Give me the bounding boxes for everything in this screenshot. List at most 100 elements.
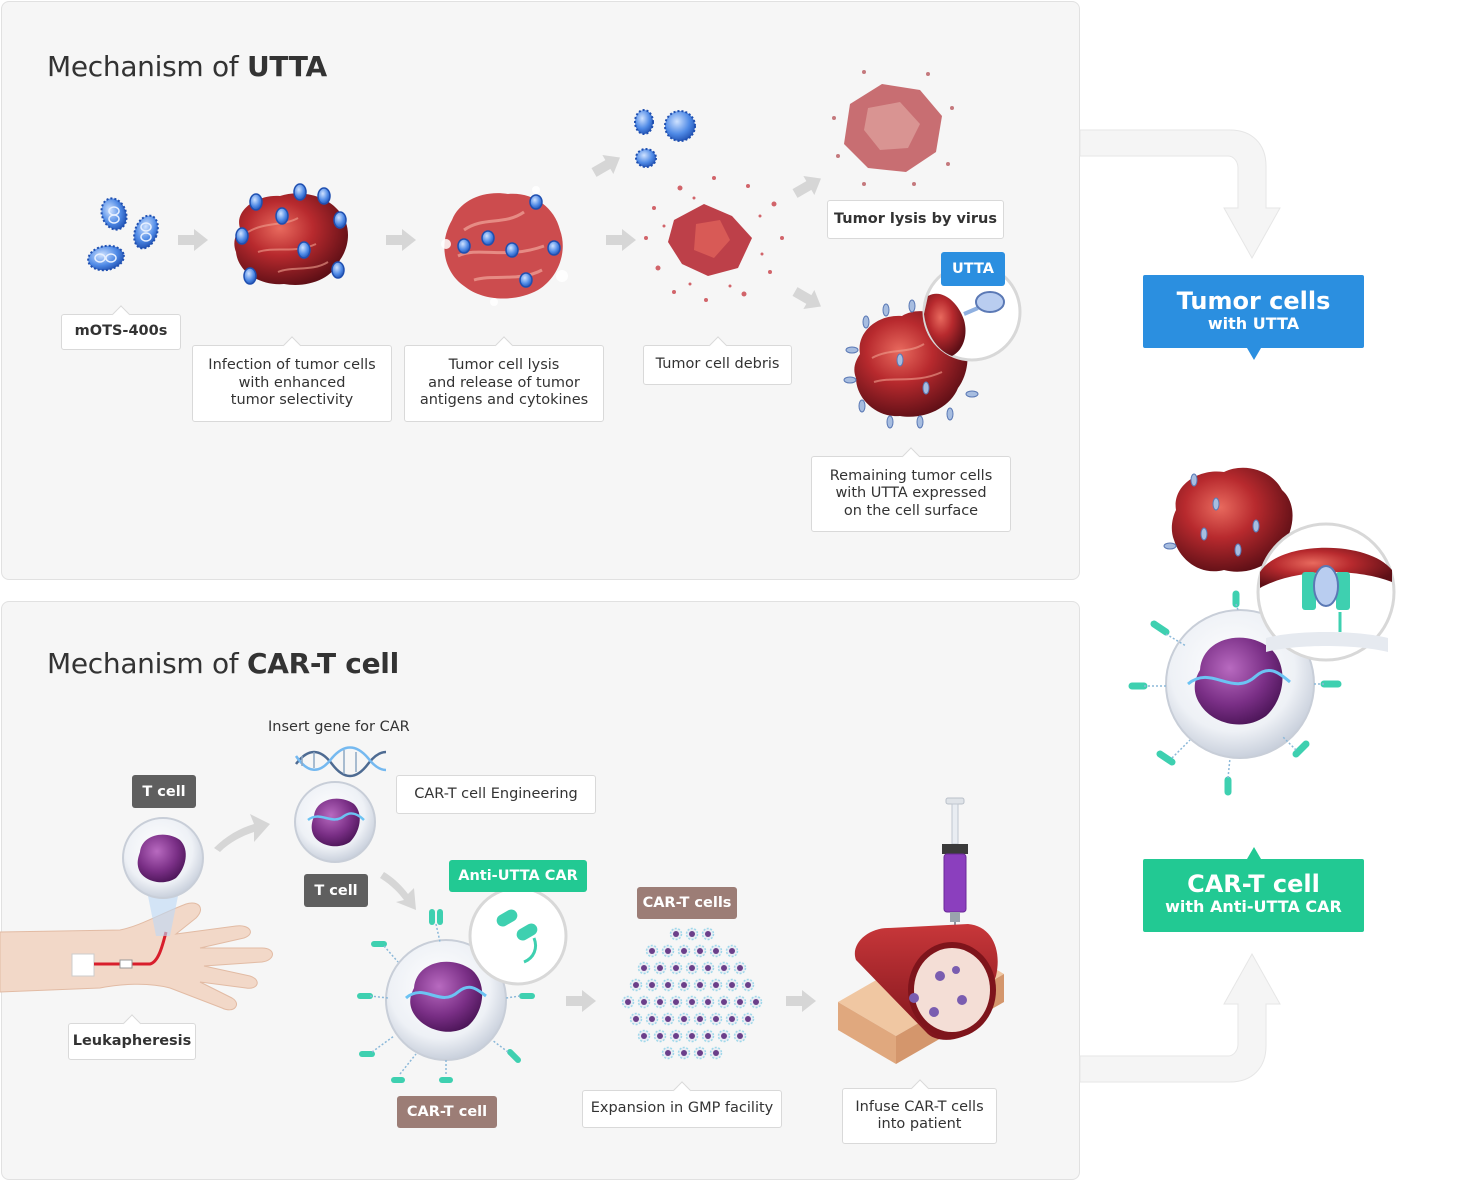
- mini-nucleus: [729, 982, 735, 988]
- cell-cluster-icon: [621, 927, 763, 1060]
- mini-nucleus: [681, 948, 687, 954]
- t-cell-icon: [294, 781, 376, 863]
- mini-nucleus: [721, 999, 727, 1005]
- virus-label: mOTS-400s: [61, 314, 181, 350]
- debris-icon: [644, 176, 784, 302]
- expansion-label: Expansion in GMP facility: [582, 1090, 782, 1128]
- mini-nucleus: [689, 999, 695, 1005]
- mini-nucleus: [625, 999, 631, 1005]
- step-arrow-icon: [792, 287, 821, 310]
- car-t-binding-icon: [1128, 467, 1396, 796]
- cart-cell-tag: CAR-T cell: [397, 1096, 497, 1128]
- mini-nucleus: [689, 931, 695, 937]
- mini-nucleus: [641, 1033, 647, 1039]
- mini-nucleus: [665, 1016, 671, 1022]
- dna-icon: [294, 746, 387, 778]
- mini-nucleus: [673, 965, 679, 971]
- mini-nucleus: [729, 1016, 735, 1022]
- flow-arrow-icon: [1079, 952, 1281, 1083]
- mini-nucleus: [673, 1033, 679, 1039]
- cart-result-sub: with Anti-UTTA CAR: [1165, 897, 1342, 916]
- mini-nucleus: [641, 965, 647, 971]
- tumor-cells-sub: with UTTA: [1207, 314, 1300, 333]
- mini-nucleus: [745, 1016, 751, 1022]
- remaining-label: Remaining tumor cells with UTTA expresse…: [811, 456, 1011, 532]
- mini-nucleus: [697, 1050, 703, 1056]
- blood-vessel-icon: [838, 924, 1004, 1064]
- infection-label: Infection of tumor cells with enhanced t…: [192, 345, 392, 422]
- car-t-cell-icon: [357, 909, 535, 1083]
- insert-gene-text: Insert gene for CAR: [268, 719, 410, 735]
- mini-nucleus: [737, 1033, 743, 1039]
- step-arrow-icon: [786, 990, 816, 1012]
- step-arrow-icon: [606, 229, 636, 251]
- mini-nucleus: [689, 1033, 695, 1039]
- leukapheresis-label: Leukapheresis: [68, 1023, 196, 1060]
- mini-nucleus: [681, 1016, 687, 1022]
- mini-nucleus: [641, 999, 647, 1005]
- mini-nucleus: [649, 982, 655, 988]
- utta-panel-title: Mechanism of UTTA: [47, 50, 327, 83]
- mini-nucleus: [713, 1016, 719, 1022]
- cart-panel-title: Mechanism of CAR-T cell: [47, 647, 399, 680]
- mini-nucleus: [737, 999, 743, 1005]
- infected-tumor-icon: [234, 183, 348, 285]
- virus-cluster-icon: [87, 197, 159, 272]
- tumor-cells-title: Tumor cells: [1176, 287, 1331, 315]
- cart-result: CAR-T cell with Anti-UTTA CAR: [1143, 859, 1364, 932]
- mini-nucleus: [705, 965, 711, 971]
- step-arrow-icon: [566, 990, 596, 1012]
- mini-nucleus: [633, 1016, 639, 1022]
- mini-nucleus: [737, 965, 743, 971]
- step-arrow-icon: [386, 229, 416, 251]
- mini-nucleus: [745, 982, 751, 988]
- step-arrow-icon: [214, 814, 270, 852]
- t-cell-icon: [122, 817, 204, 936]
- mini-nucleus: [657, 999, 663, 1005]
- virus-lysis-label: Tumor lysis by virus: [827, 200, 1004, 239]
- mini-nucleus: [649, 1016, 655, 1022]
- utta-tag: UTTA: [941, 252, 1005, 286]
- tcell-tag-1: T cell: [132, 775, 196, 808]
- mini-nucleus: [713, 948, 719, 954]
- tcell-tag-2: T cell: [304, 874, 368, 907]
- magnifier-icon: [922, 262, 1022, 362]
- lysis-label: Tumor cell lysis and release of tumor an…: [404, 345, 604, 422]
- mini-nucleus: [705, 931, 711, 937]
- engineering-label: CAR-T cell Engineering: [396, 775, 596, 814]
- syringe-icon: [942, 797, 968, 974]
- mini-nucleus: [705, 999, 711, 1005]
- mini-nucleus: [713, 982, 719, 988]
- step-arrow-icon: [380, 872, 416, 910]
- arm-icon: [0, 902, 273, 1011]
- cart-cells-tag: CAR-T cells: [637, 887, 737, 919]
- mini-nucleus: [729, 948, 735, 954]
- mini-nucleus: [697, 982, 703, 988]
- mini-nucleus: [665, 1050, 671, 1056]
- virus-lysis-icon: [832, 70, 954, 186]
- mini-nucleus: [697, 948, 703, 954]
- mini-nucleus: [657, 1033, 663, 1039]
- mini-nucleus: [673, 931, 679, 937]
- virus-cluster-icon: [634, 109, 696, 168]
- debris-label: Tumor cell debris: [643, 345, 792, 385]
- mini-nucleus: [673, 999, 679, 1005]
- mini-nucleus: [649, 948, 655, 954]
- mini-nucleus: [633, 982, 639, 988]
- flow-arrow-icon: [1079, 129, 1281, 260]
- anti-utta-car-tag: Anti-UTTA CAR: [449, 860, 587, 892]
- mini-nucleus: [721, 965, 727, 971]
- infuse-label: Infuse CAR-T cells into patient: [842, 1088, 997, 1144]
- tumor-cells-result: Tumor cells with UTTA: [1143, 275, 1364, 348]
- mini-nucleus: [713, 1050, 719, 1056]
- step-arrow-icon: [178, 229, 208, 251]
- mini-nucleus: [689, 965, 695, 971]
- step-arrow-icon: [792, 175, 821, 198]
- mini-nucleus: [681, 982, 687, 988]
- magnifier-icon: [468, 886, 568, 986]
- mini-nucleus: [665, 948, 671, 954]
- lysing-tumor-icon: [441, 186, 568, 306]
- mini-nucleus: [665, 982, 671, 988]
- mini-nucleus: [681, 1050, 687, 1056]
- mini-nucleus: [753, 999, 759, 1005]
